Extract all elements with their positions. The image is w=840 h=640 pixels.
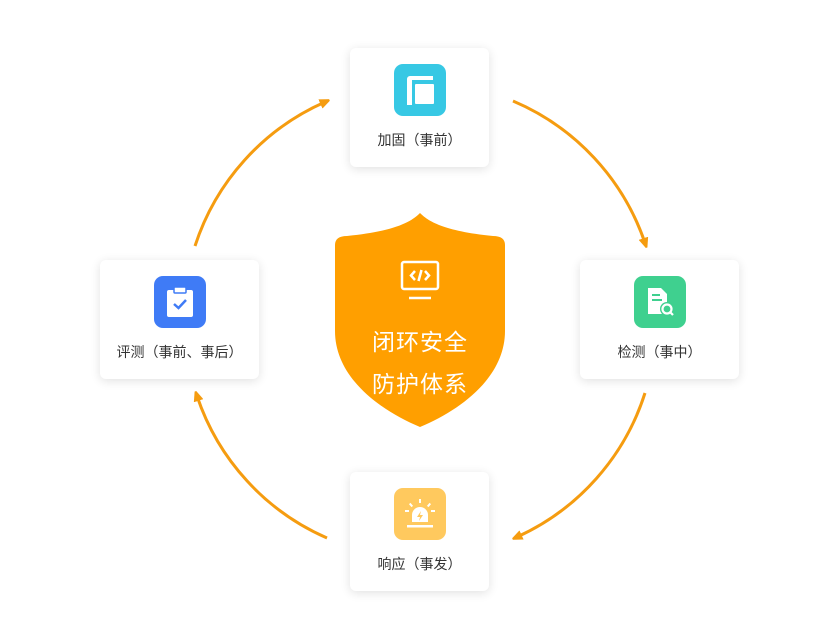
node-label: 响应（事发） xyxy=(377,557,462,573)
alarm-light-icon xyxy=(393,488,446,540)
layout-icon xyxy=(393,64,446,116)
shield xyxy=(335,213,505,427)
arrow-right-bottom xyxy=(517,392,647,537)
clipboard-check-icon xyxy=(153,276,206,328)
node-detect[interactable]: 检测（事中） xyxy=(580,260,739,379)
document-search-icon xyxy=(633,276,686,328)
node-harden[interactable]: 加固（事前） xyxy=(350,48,489,167)
node-respond[interactable]: 响应（事发） xyxy=(350,472,489,591)
node-label: 评测（事前、事后） xyxy=(116,345,243,361)
center-title-line2: 防护体系 xyxy=(372,372,468,398)
node-label: 加固（事前） xyxy=(377,133,462,149)
node-evaluate[interactable]: 评测（事前、事后） xyxy=(100,260,259,379)
code-monitor-icon xyxy=(400,260,440,300)
arrow-top-right xyxy=(512,99,645,243)
node-label: 检测（事中） xyxy=(617,345,702,361)
arrow-left-top xyxy=(193,102,325,247)
center-title-line1: 闭环安全 xyxy=(372,330,468,356)
arrow-bottom-left xyxy=(197,396,328,540)
